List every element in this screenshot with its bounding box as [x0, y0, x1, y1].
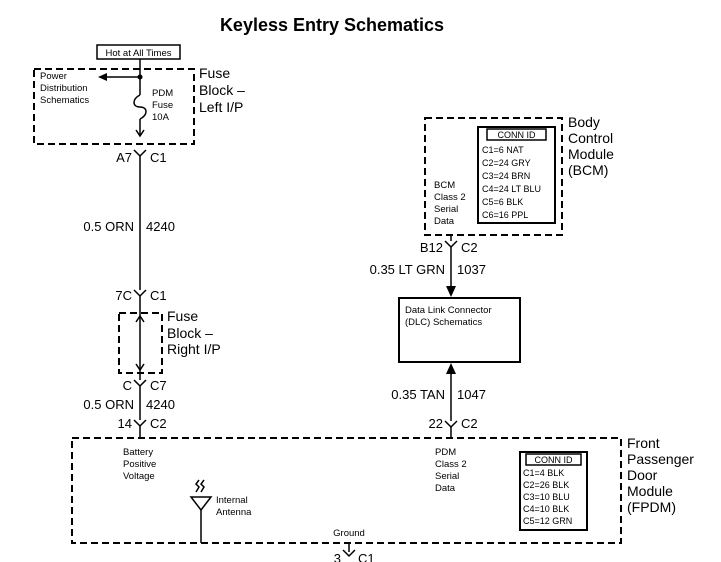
bcm-serial-line-4: Data: [434, 216, 455, 227]
bcm-box: [424, 117, 563, 236]
bcm-conn-2: C2=24 GRY: [482, 158, 531, 168]
fuse-out-arrowhead: [135, 129, 145, 138]
fpdm-battery-line-1: Battery: [123, 447, 153, 458]
connector-c7-pin: C: [123, 378, 132, 393]
wire-1037-arrow: [446, 286, 456, 297]
fpdm-conn-3: C3=10 BLU: [523, 492, 570, 502]
connector-7c-symbol: [133, 289, 147, 298]
pdm-fuse-line-2: Fuse: [152, 100, 173, 111]
bcm-label-line-3: Module: [568, 146, 614, 162]
connector-22-id: C2: [461, 416, 478, 431]
bcm-serial-line-2: Class 2: [434, 192, 466, 203]
connector-14-symbol: [133, 419, 147, 428]
wire-1-color: 0.5 ORN: [83, 219, 134, 234]
dlc-line-1: Data Link Connector: [405, 305, 492, 316]
pdm-fuse-line-3: 10A: [152, 112, 170, 123]
bcm-label-line-2: Control: [568, 130, 613, 146]
bcm-label-line-1: Body: [568, 114, 600, 130]
wire-1047-arrow: [446, 363, 456, 374]
dlc-box: [398, 297, 521, 363]
connector-14-id: C2: [150, 416, 167, 431]
fuse-block-left-line-2: Block –: [199, 82, 245, 98]
hot-at-all-times-label: Hot at All Times: [106, 48, 172, 59]
fpdm-serial-line-3: Serial: [435, 471, 459, 482]
bcm-label-line-4: (BCM): [568, 162, 608, 178]
fuse-block-left-line-3: Left I/P: [199, 99, 243, 115]
connector-7c-id: C1: [150, 288, 167, 303]
connector-22-symbol: [444, 420, 458, 429]
fpdm-battery-line-2: Positive: [123, 459, 156, 470]
connector-c7-id: C7: [150, 378, 167, 393]
fpdm-battery-line-3: Voltage: [123, 471, 155, 482]
antenna-line-2: Antenna: [216, 507, 252, 518]
pdm-fuse-symbol: [133, 94, 147, 120]
fpdm-conn-id-header-box: [525, 453, 582, 466]
fuse-block-right-line-3: Right I/P: [167, 341, 221, 357]
dlc-line-2: (DLC) Schematics: [405, 317, 482, 328]
connector-b12-id: C2: [461, 240, 478, 255]
power-distribution-line-2: Distribution: [40, 83, 88, 94]
bcm-serial-line-1: BCM: [434, 180, 455, 191]
fpdm-serial-line-1: PDM: [435, 447, 456, 458]
fpdm-serial-line-2: Class 2: [435, 459, 467, 470]
right-fuse-block-arrow-bottom: [135, 363, 145, 372]
fuse-block-right-line-1: Fuse: [167, 308, 198, 324]
fpdm-serial-line-4: Data: [435, 483, 456, 494]
wire-2-color: 0.5 ORN: [83, 397, 134, 412]
fpdm-label-line-1: Front: [627, 435, 660, 451]
bcm-serial-line-3: Serial: [434, 204, 458, 215]
fpdm-label-line-4: Module: [627, 483, 673, 499]
connector-ground-pin: 3: [334, 551, 341, 562]
power-distribution-line-3: Schematics: [40, 95, 89, 106]
bcm-conn-6: C6=16 PPL: [482, 210, 528, 220]
wire-1-circuit: 4240: [146, 219, 175, 234]
wire-4-color: 0.35 TAN: [391, 387, 445, 402]
antenna-icon: [189, 479, 213, 543]
fpdm-label-line-5: (FPDM): [627, 499, 676, 515]
fpdm-conn-2: C2=26 BLK: [523, 480, 569, 490]
fuse-block-left-line-1: Fuse: [199, 65, 230, 81]
connector-7c-pin: 7C: [115, 288, 132, 303]
bcm-conn-3: C3=24 BRN: [482, 171, 530, 181]
wire-2-circuit: 4240: [146, 397, 175, 412]
pdm-fuse-line-1: PDM: [152, 88, 173, 99]
hot-at-all-times-box: [96, 44, 181, 60]
bcm-conn-id-header: CONN ID: [498, 130, 537, 140]
bcm-conn-4: C4=24 LT BLU: [482, 184, 541, 194]
connector-b12-pin: B12: [420, 240, 443, 255]
antenna-line-1: Internal: [216, 495, 248, 506]
connector-14-pin: 14: [118, 416, 132, 431]
connector-b12-symbol: [444, 240, 458, 249]
connector-a7-symbol: [133, 149, 147, 158]
bcm-conn-5: C5=6 BLK: [482, 197, 523, 207]
page-title: Keyless Entry Schematics: [220, 15, 444, 35]
fpdm-box: [71, 437, 622, 544]
fpdm-conn-id-header: CONN ID: [535, 455, 574, 465]
power-distribution-line-1: Power: [40, 71, 67, 82]
connector-22-pin: 22: [429, 416, 443, 431]
bcm-conn-id-header-box: [486, 128, 547, 141]
wire-3-circuit: 1037: [457, 262, 486, 277]
fuse-block-right-line-2: Block –: [167, 325, 213, 341]
ground-label: Ground: [333, 528, 365, 539]
fpdm-conn-1: C1=4 BLK: [523, 468, 564, 478]
bcm-conn-id-box: [477, 126, 556, 224]
connector-a7-id: C1: [150, 150, 167, 165]
fuse-block-left-box: [33, 68, 195, 145]
fpdm-conn-4: C4=10 BLK: [523, 504, 569, 514]
bcm-conn-1: C1=6 NAT: [482, 145, 524, 155]
wire-3-color: 0.35 LT GRN: [370, 262, 445, 277]
power-dist-arrow: [98, 73, 107, 81]
connector-ground-symbol: [342, 549, 356, 558]
fpdm-label-line-3: Door: [627, 467, 658, 483]
connector-a7-pin: A7: [116, 150, 132, 165]
connector-ground-id: C1: [358, 551, 375, 562]
fpdm-conn-id-box: [519, 451, 588, 531]
connector-c7-symbol: [133, 379, 147, 388]
right-fuse-block-arrow-top: [135, 314, 145, 323]
wire-4-circuit: 1047: [457, 387, 486, 402]
fpdm-label-line-2: Passenger: [627, 451, 694, 467]
fpdm-conn-5: C5=12 GRN: [523, 516, 572, 526]
